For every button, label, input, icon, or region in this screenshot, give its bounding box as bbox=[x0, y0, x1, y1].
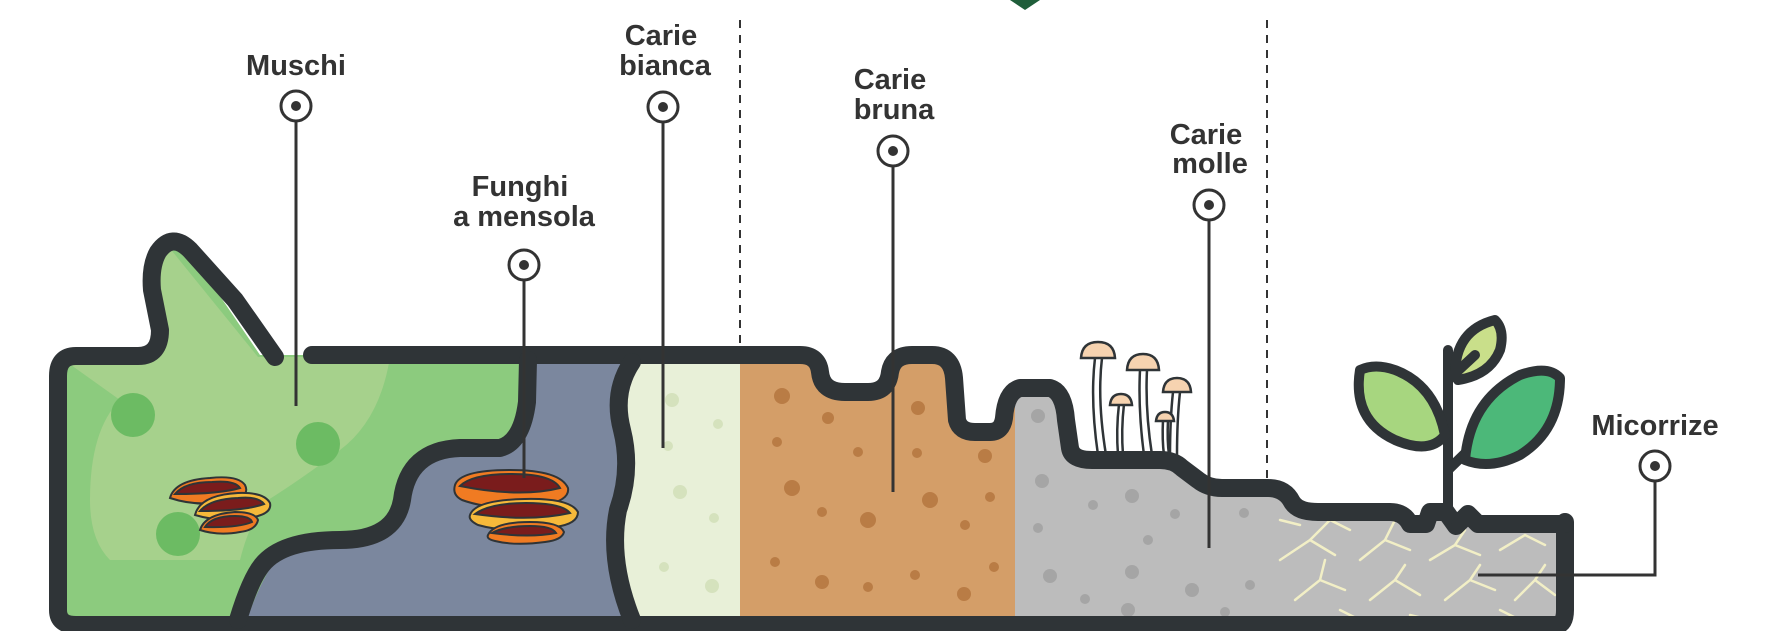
mushroom-icon bbox=[1081, 342, 1191, 455]
label-carie-molle: Carie molle bbox=[1170, 119, 1251, 180]
moss-spot bbox=[296, 422, 340, 466]
white-rot-section bbox=[617, 357, 740, 625]
sapling-icon bbox=[1359, 320, 1560, 520]
moss-spot bbox=[111, 393, 155, 437]
label-carie-bruna: Carie bruna bbox=[854, 64, 935, 126]
label-carie-bianca: Carie bianca bbox=[619, 20, 712, 82]
brown-rot-section bbox=[740, 362, 1015, 625]
label-muschi: Muschi bbox=[246, 50, 346, 82]
moss-spot bbox=[156, 512, 200, 556]
label-funghi-mensola: Funghi a mensola bbox=[453, 171, 596, 233]
soft-rot-section bbox=[1015, 392, 1290, 625]
top-marker-icon bbox=[1010, 0, 1040, 10]
label-micorrize: Micorrize bbox=[1591, 410, 1718, 442]
